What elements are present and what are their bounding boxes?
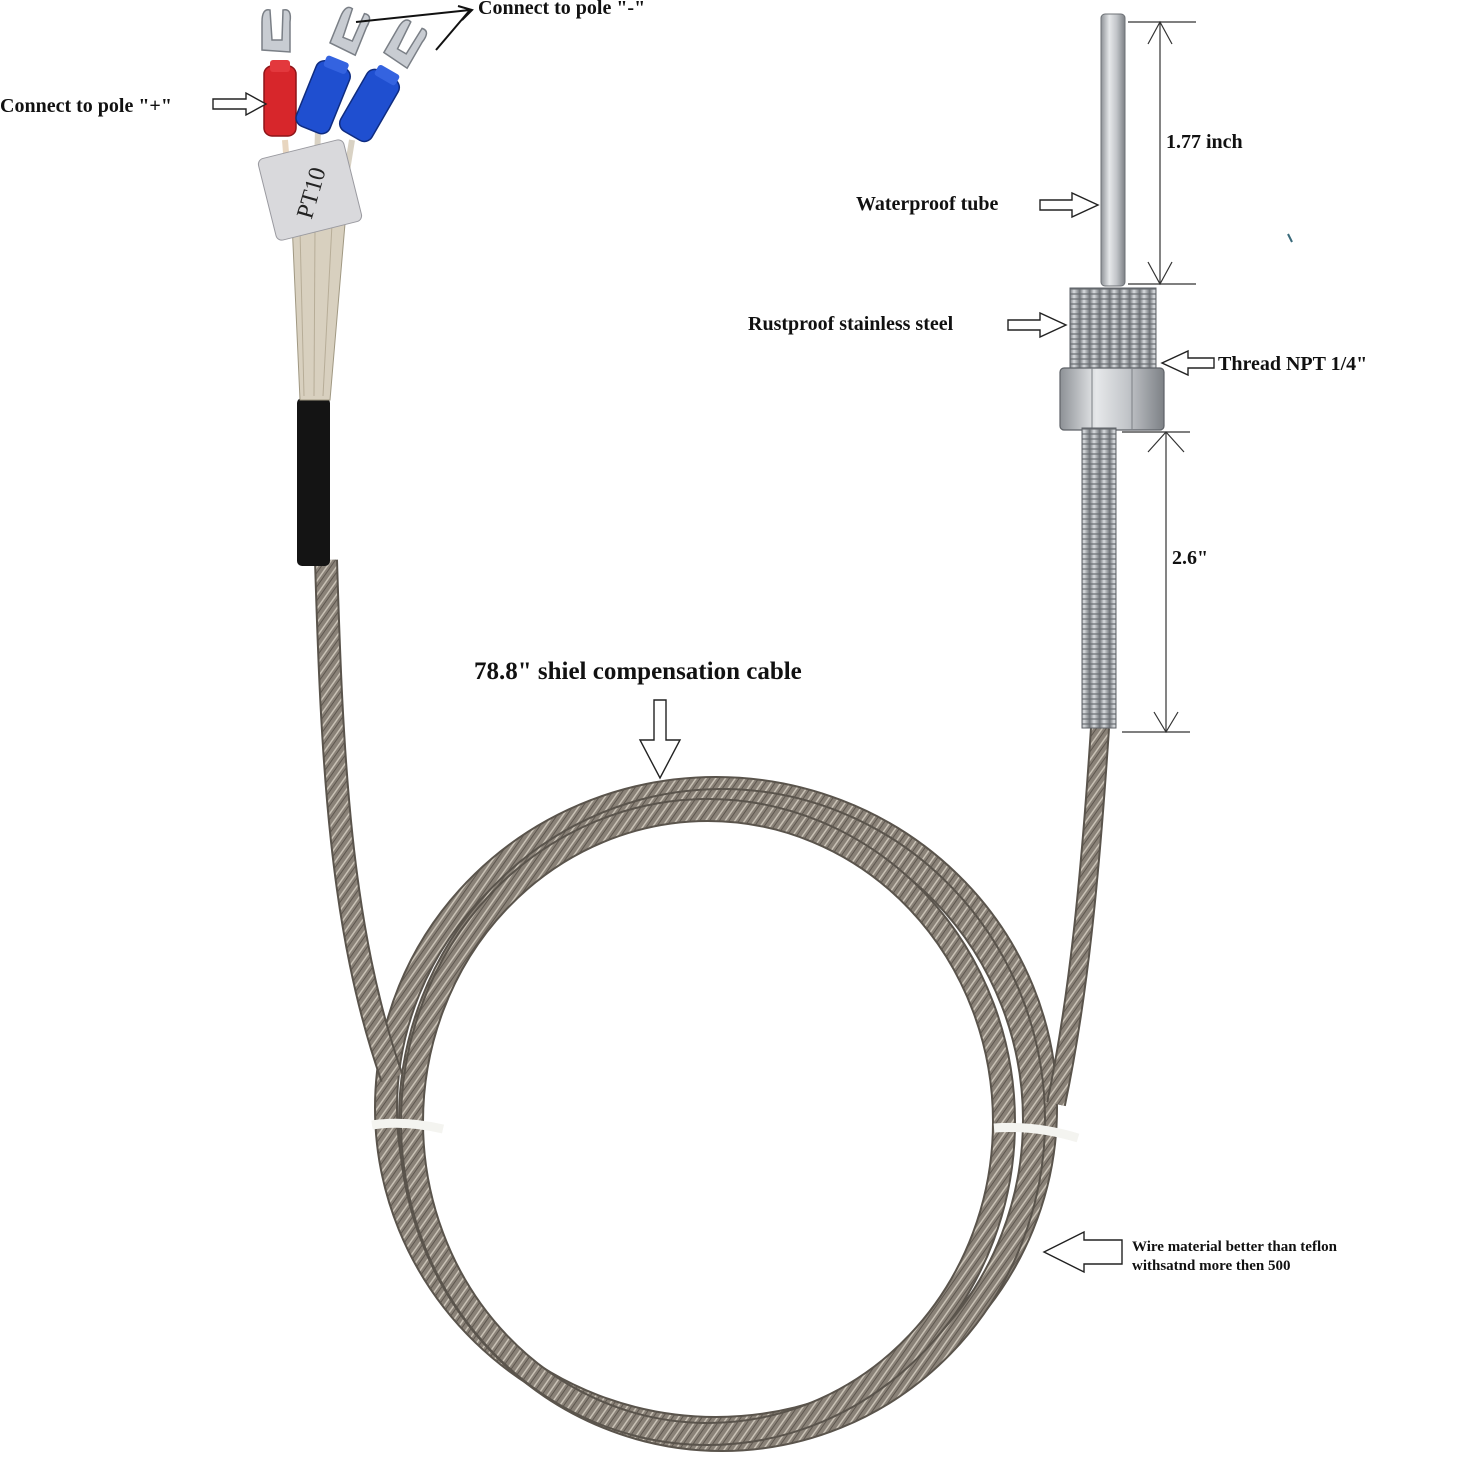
label-wire-material-1: Wire material better than teflon (1132, 1239, 1338, 1255)
label-pole-plus: Connect to pole "+" (0, 95, 172, 117)
cable-tie-left (371, 1118, 445, 1134)
terminal-leads: PT10 (257, 6, 428, 241)
threaded-shaft (1081, 427, 1117, 729)
arrow-thread (1160, 349, 1215, 377)
blue-terminal-2 (338, 19, 428, 143)
hex-nut (1059, 367, 1165, 431)
arrow-waterproof (1039, 191, 1100, 219)
dimension-thread (1122, 431, 1190, 734)
left-cable-lead (291, 211, 404, 1082)
stray-mark (1287, 233, 1293, 243)
red-terminal (261, 9, 297, 137)
label-thread: Thread NPT 1/4" (1218, 353, 1367, 375)
sensor-tag: PT10 (257, 139, 363, 241)
cable-tie-right (993, 1122, 1080, 1143)
label-thread-length: 2.6" (1172, 547, 1208, 569)
arrow-minus-lines (355, 5, 474, 51)
label-wire-material-2: withsatnd more then 500 (1132, 1258, 1290, 1274)
arrow-plus (212, 91, 268, 117)
probe (1059, 13, 1165, 729)
label-rustproof: Rustproof stainless steel (748, 313, 954, 335)
blue-terminal-1 (295, 6, 371, 135)
arrow-wire-material (1042, 1230, 1123, 1274)
label-waterproof-tube: Waterproof tube (856, 193, 999, 215)
arrow-rustproof (1007, 311, 1068, 339)
heat-shrink (297, 398, 330, 566)
label-pole-minus: Connect to pole "-" (478, 0, 645, 19)
thread-fitting (1069, 287, 1157, 371)
label-tube-length: 1.77 inch (1166, 131, 1243, 153)
cable-coil (371, 776, 1080, 1452)
right-cable-lead (1046, 727, 1110, 1107)
label-cable: 78.8" shiel compensation cable (474, 658, 802, 685)
waterproof-tube (1100, 13, 1126, 287)
arrow-cable (638, 699, 682, 780)
dimension-tube (1128, 20, 1196, 286)
